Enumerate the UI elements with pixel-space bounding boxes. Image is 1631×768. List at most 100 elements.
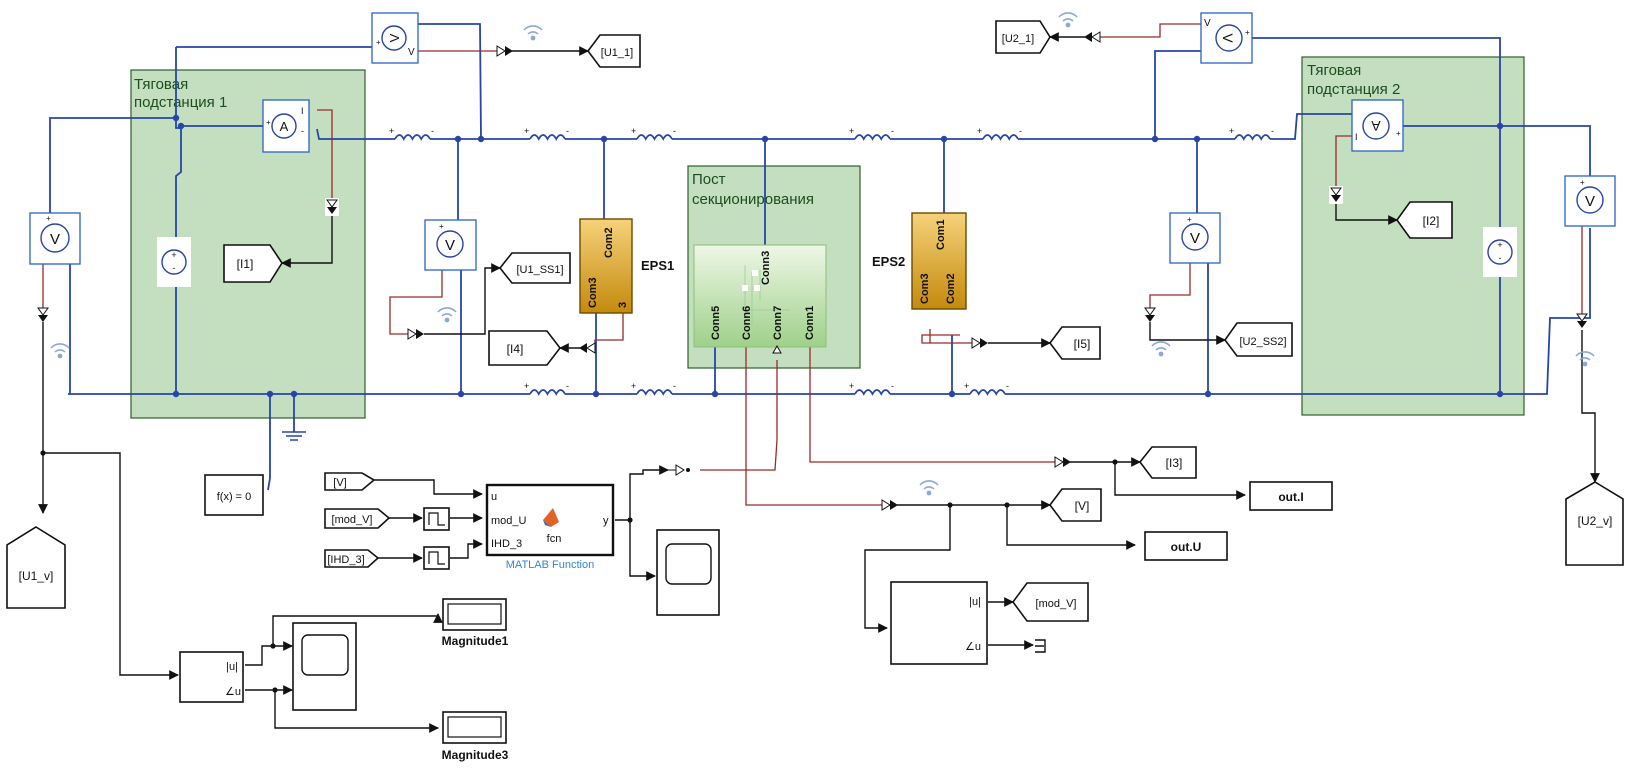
goto-i3[interactable]: [I3] [1138, 446, 1197, 479]
svg-text:[I5]: [I5] [1074, 337, 1091, 351]
inductor-bottom-3[interactable]: + - [849, 381, 894, 396]
matlab-function-caption: MATLAB Function [506, 559, 594, 571]
ps-converter-i5[interactable] [971, 337, 988, 349]
inductor-top-6[interactable]: + - [1229, 126, 1274, 141]
from-ihd-3[interactable]: [IHD_3] [324, 549, 380, 568]
svg-text:f(x) = 0: f(x) = 0 [217, 491, 252, 503]
svg-text:Magnitude1: Magnitude1 [442, 634, 509, 648]
svg-text:+: + [1229, 126, 1234, 136]
inductor-top-2[interactable]: + - [524, 126, 569, 141]
voltmeter-u2-ss2[interactable]: V + [1169, 212, 1221, 264]
svg-text:[I1]: [I1] [237, 257, 254, 271]
svg-text:out.U: out.U [1171, 540, 1202, 554]
svg-text:+: + [439, 222, 444, 231]
inductor-top-1[interactable]: + - [389, 126, 434, 141]
fcn-output-y: y [603, 515, 609, 527]
goto-u1-ss1[interactable]: [U1_SS1] [498, 252, 571, 284]
voltmeter-u1-ss1[interactable]: V + [424, 219, 477, 271]
svg-text:V: V [1204, 18, 1211, 29]
from-v[interactable]: [V] [324, 472, 376, 491]
ground-icon [282, 431, 306, 441]
outport-out-i[interactable]: out.I [1249, 481, 1333, 511]
ps-converter-u1-1[interactable] [496, 45, 513, 57]
voltmeter-u2-1[interactable]: V V + [1200, 12, 1253, 64]
eps2-port-com2: Com2 [945, 273, 957, 304]
ps-converter-fcn-out[interactable] [668, 464, 690, 476]
complex-to-mag-angle-2[interactable]: |u| ∠u [890, 581, 988, 665]
display-magnitude3[interactable]: Magnitude3 [442, 711, 509, 762]
svg-text:[mod_V]: [mod_V] [332, 514, 373, 526]
ps-converter-u1-ss1[interactable] [407, 328, 424, 340]
svg-text:-: - [1006, 381, 1009, 391]
goto-mod-v[interactable]: [mod_V] [1012, 582, 1089, 622]
svg-text:+: + [631, 126, 636, 136]
wifi-icon [50, 343, 70, 359]
voltmeter-u1-v[interactable]: V + [29, 212, 81, 265]
subsystem-eps1[interactable]: Com2 Com3 3 [579, 218, 633, 314]
svg-text:-: - [673, 126, 676, 136]
ammeter-substation-2[interactable]: A I + [1351, 99, 1404, 152]
goto-i5[interactable]: [I5] [1049, 326, 1101, 360]
eps1-port-3: 3 [617, 302, 629, 308]
svg-text:+: + [46, 214, 51, 223]
goto-u1-v[interactable]: [U1_v] [6, 526, 66, 609]
solver-configuration-block[interactable]: f(x) = 0 [204, 474, 264, 516]
svg-text:-: - [891, 381, 894, 391]
svg-text:∠u: ∠u [965, 641, 981, 653]
terminator-block[interactable] [1035, 639, 1046, 653]
area-substation-2-title-line2: подстанция 2 [1307, 81, 1400, 98]
svg-text:-: - [173, 263, 176, 273]
voltmeter-u2-v[interactable]: V + [1564, 175, 1616, 227]
goto-v[interactable]: [V] [1049, 488, 1102, 522]
goto-u2-ss2[interactable]: [U2_SS2] [1224, 322, 1293, 357]
svg-text:+: + [849, 126, 854, 136]
ps-converter-u2-1[interactable] [1084, 31, 1101, 43]
ammeter-substation-1[interactable]: A + I - [262, 99, 310, 153]
ps-converter-i4[interactable] [579, 342, 596, 354]
goto-u1-1[interactable]: [U1_1] [587, 34, 641, 68]
svg-text:I: I [1355, 132, 1358, 142]
ps-converter-i3[interactable] [1054, 456, 1071, 468]
outport-out-u[interactable]: out.U [1144, 531, 1228, 561]
inductor-top-3[interactable]: + - [631, 126, 676, 141]
signal-wires [38, 32, 1600, 733]
goto-u2-v[interactable]: [U2_v] [1565, 481, 1624, 566]
goto-u2-1[interactable]: [U2_1] [995, 20, 1051, 54]
ps-converter-i2[interactable] [1329, 186, 1343, 204]
wifi-icon [523, 25, 543, 41]
inductor-bottom-1[interactable]: + - [524, 381, 569, 396]
subsystem-eps2[interactable]: Com1 Com3 Com2 [911, 212, 967, 310]
goto-i1[interactable]: [I1] [223, 244, 283, 283]
ps-converter-i1[interactable] [325, 198, 339, 216]
svg-text:-: - [673, 381, 676, 391]
voltmeter-symbol: V [50, 231, 60, 248]
inductor-top-4[interactable]: + - [849, 126, 894, 141]
complex-to-mag-angle-1[interactable]: |u| ∠u [179, 651, 244, 703]
scope-fcn[interactable] [656, 529, 720, 616]
ps-converter-u2-v[interactable] [1576, 313, 1588, 328]
dc-voltage-source-2[interactable]: + - [1483, 227, 1517, 277]
ps-wires [42, 23, 1583, 506]
svg-text:[U2_SS2]: [U2_SS2] [1239, 336, 1286, 348]
matlab-function-block[interactable]: u mod_U IHD_3 y fcn [485, 483, 615, 557]
ps-converter-u1-v[interactable] [37, 307, 49, 322]
inductor-bottom-4[interactable]: + - [964, 381, 1009, 396]
post-port-conn5: Conn5 [710, 306, 722, 340]
area-substation-1-title-line1: Тяговая [134, 76, 188, 93]
dc-voltage-source-1[interactable]: + - [157, 237, 191, 287]
voltmeter-u1-1[interactable]: V + V [371, 12, 419, 64]
inductor-top-5[interactable]: + - [977, 126, 1022, 141]
ps-converter-v[interactable] [881, 499, 898, 511]
subsystem-sectioning-post[interactable]: Conn3 Conn5 Conn6 Conn7 Conn1 [693, 244, 827, 354]
scope-u1[interactable] [292, 622, 357, 711]
svg-text:I: I [301, 106, 304, 116]
goto-i4[interactable]: [I4] [488, 330, 562, 366]
goto-i2[interactable]: [I2] [1396, 201, 1453, 239]
zero-order-hold-1[interactable] [423, 507, 450, 531]
ps-converter-u2-ss2[interactable] [1144, 307, 1156, 322]
display-magnitude1[interactable]: Magnitude1 [442, 598, 509, 648]
svg-text:[U1_SS1]: [U1_SS1] [516, 264, 563, 276]
inductor-bottom-2[interactable]: + - [631, 381, 676, 396]
zero-order-hold-2[interactable] [423, 546, 450, 570]
from-mod-v[interactable]: [mod_V] [324, 508, 391, 529]
